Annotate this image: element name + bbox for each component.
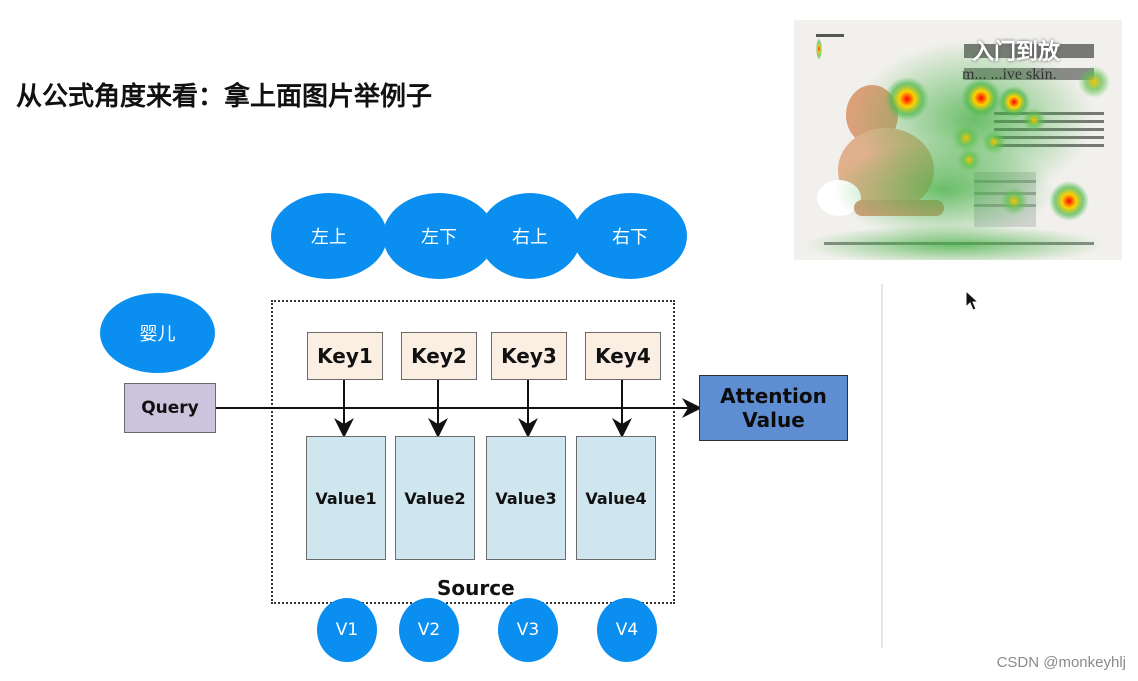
page-heading: 从公式角度来看：拿上面图片举例子	[16, 82, 433, 112]
key1-box: Key1	[307, 332, 383, 380]
value3-box: Value3	[486, 436, 566, 560]
v2-circle: V2	[399, 598, 459, 662]
v1-circle: V1	[317, 598, 377, 662]
heatmap-headline: m... ...ive skin.	[962, 66, 1057, 83]
source-frame	[271, 300, 675, 604]
heatmap-overlay-text: 入门到放	[972, 40, 1061, 65]
position-bottom-left: 左下	[383, 193, 495, 279]
baby-ellipse: 婴儿	[100, 293, 215, 373]
position-bottom-right: 右下	[573, 193, 687, 279]
position-top-right: 右上	[479, 193, 581, 279]
attention-value-box: Attention Value	[699, 375, 848, 441]
mouse-cursor-icon	[965, 290, 979, 311]
attention-line2: Value	[742, 408, 805, 432]
key4-box: Key4	[585, 332, 661, 380]
watermark: CSDN @monkeyhlj	[996, 654, 1126, 671]
key3-box: Key3	[491, 332, 567, 380]
value4-box: Value4	[576, 436, 656, 560]
value2-box: Value2	[395, 436, 475, 560]
v3-circle: V3	[498, 598, 558, 662]
source-label: Source	[437, 576, 515, 600]
attention-heatmap-image: m... ...ive skin. 入门到放	[794, 20, 1122, 260]
heatmap-illustration	[804, 34, 1110, 260]
position-top-left: 左上	[271, 193, 387, 279]
attention-line1: Attention	[720, 384, 827, 408]
value1-box: Value1	[306, 436, 386, 560]
v4-circle: V4	[597, 598, 657, 662]
key2-box: Key2	[401, 332, 477, 380]
query-box: Query	[124, 383, 216, 433]
divider-line	[881, 284, 883, 648]
